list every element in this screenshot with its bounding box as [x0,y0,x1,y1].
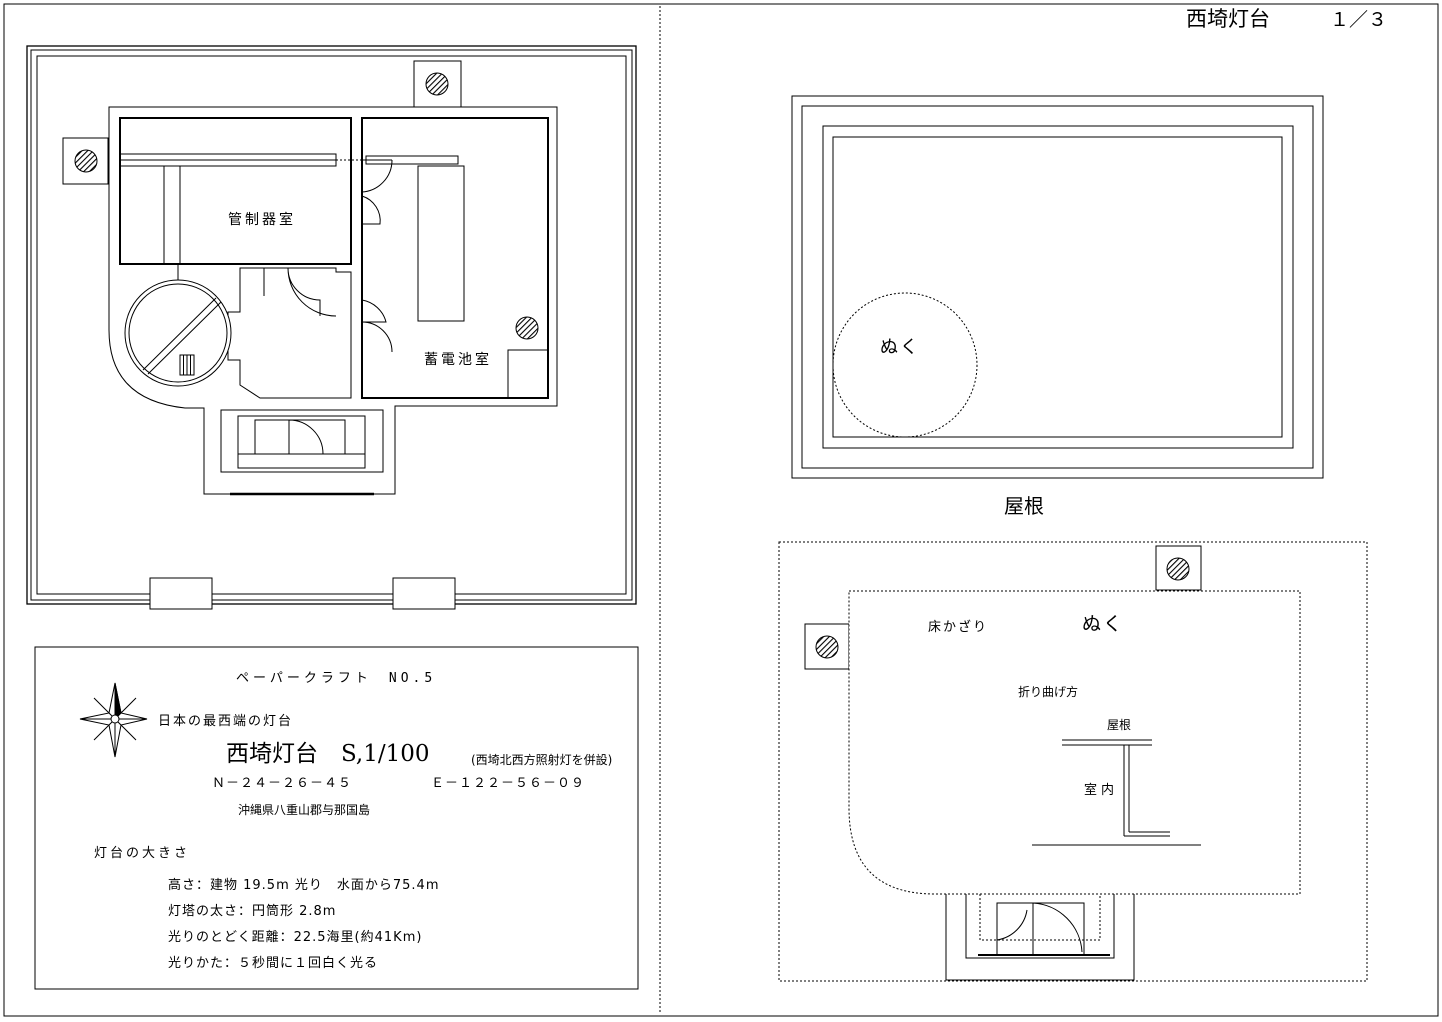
room-label-control: 管制器室 [228,212,296,228]
glue-tab [392,577,456,610]
spec-height: 高さ：建物 19.5m 光り 水面から75.4m [168,878,440,893]
pin-hole-icon [815,635,839,659]
glue-tab [149,577,213,610]
pin-hole-icon [425,72,449,96]
floor-piece [778,541,1368,982]
sheet-title: 西埼灯台 [1186,7,1270,31]
compass-rose-icon [79,682,148,758]
lighthouse-name: 西埼灯台 S,1/100 [226,741,430,767]
page-number: １／３ [1330,9,1388,31]
pin-hole-icon [1166,557,1190,581]
roof-caption: 屋根 [1004,494,1044,518]
fold-inside-label: 室内 [1084,783,1119,798]
cutout-circle [832,292,978,438]
size-heading: 灯台の大きさ [94,846,191,861]
fold-heading: 折り曲げ方 [1018,685,1079,699]
sheet-border [3,3,1439,1017]
pin-hole-icon [74,149,98,173]
roof-piece [791,95,1324,479]
fold-diagram [1032,739,1201,846]
north-coordinate: Ｎ－２４－２６－４５ [212,776,353,791]
floor-plan [26,45,637,610]
stair-icon [179,354,195,376]
spec-light-pattern: 光りかた：５秒間に１回白く光る [168,956,379,971]
info-box [34,646,639,990]
pin-hole-icon [515,316,539,340]
floor-cutout-label: ぬく [1082,613,1125,635]
tagline: 日本の最西端の灯台 [158,714,294,729]
roof-cutout-label: ぬく [880,337,920,358]
spec-diameter: 灯塔の太さ：円筒形 2.8m [168,904,337,919]
fold-roof-label: 屋根 [1107,718,1132,732]
lighthouse-note: (西埼北西方照射灯を併設) [471,753,613,767]
spec-range: 光りのとどく距離：22.5海里(約41Km) [168,930,423,945]
address: 沖縄県八重山郡与那国島 [238,803,371,817]
room-label-battery: 蓄電池室 [424,352,492,368]
series-label: ペーパークラフト NO.5 [236,671,437,686]
east-coordinate: Ｅ－１２２－５６－０９ [431,776,586,791]
floor-decoration-label: 床かざり [928,620,989,635]
